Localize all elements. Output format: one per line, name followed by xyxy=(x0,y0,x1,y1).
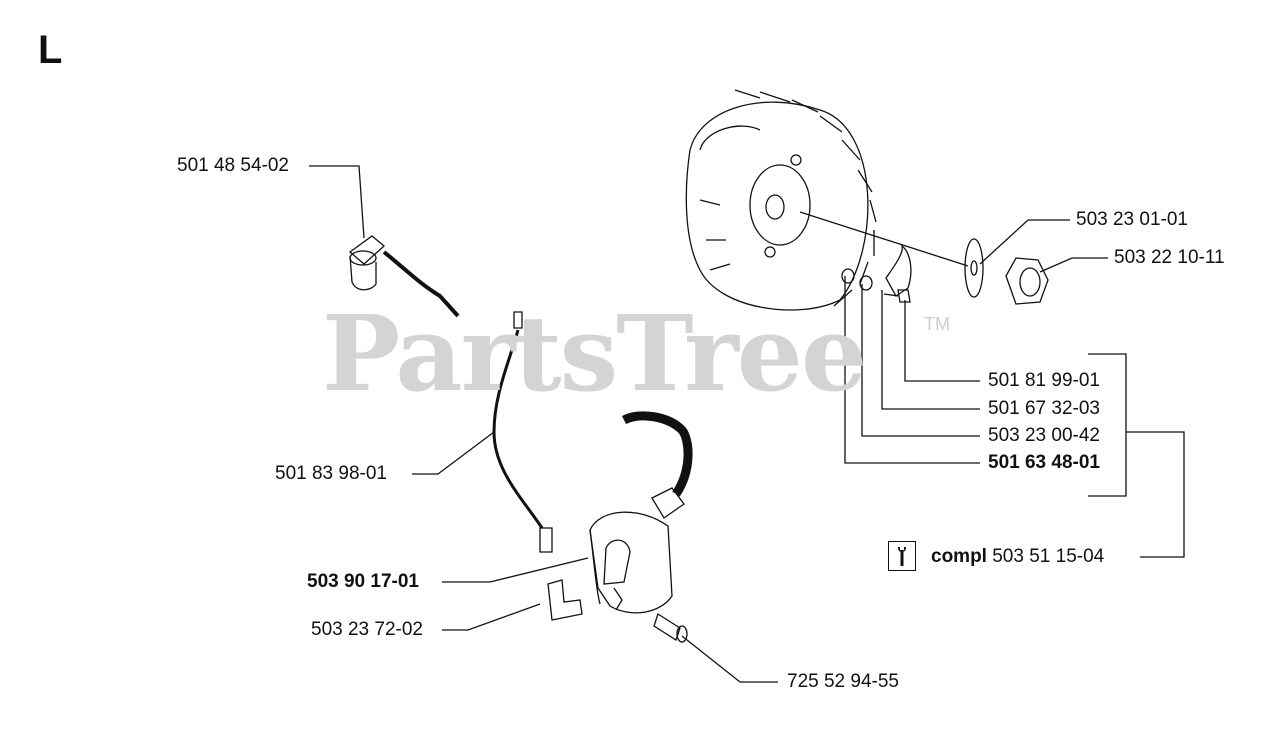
kit-label[interactable]: compl 503 51 15-04 xyxy=(931,546,1104,568)
watermark: PartsTree xyxy=(322,292,867,415)
bracket-kit-left xyxy=(1088,353,1127,497)
leader-501-63-48-01 xyxy=(844,276,980,464)
kit-number: 503 51 15-04 xyxy=(992,546,1105,567)
spacer-drawing xyxy=(547,579,583,621)
leader-503-22-10-11 xyxy=(1039,257,1108,273)
part-label-nut[interactable]: 503 22 10-11 xyxy=(1114,247,1225,268)
pawl-drawing xyxy=(885,244,912,297)
leader-501-81-99-01 xyxy=(904,300,980,382)
leader-725-52-94-55 xyxy=(681,635,778,683)
ignition-module-drawing xyxy=(589,411,693,614)
spring-drawing xyxy=(841,268,855,284)
ignition-lead-cap-drawing xyxy=(348,235,460,318)
leader-501-67-32-03 xyxy=(881,290,980,410)
leader-503-23-72-02 xyxy=(442,603,541,631)
part-label-screw[interactable]: 501 81 99-01 xyxy=(988,370,1100,391)
part-label-pawl[interactable]: 501 67 32-03 xyxy=(988,398,1100,419)
screw-drawing xyxy=(883,289,911,303)
short-cable-drawing xyxy=(492,311,553,553)
trademark-mark: TM xyxy=(924,314,950,334)
nut-drawing xyxy=(1005,257,1049,305)
spring-washer-drawing xyxy=(859,275,873,291)
part-label-ignition-lead-cap[interactable]: 501 48 54-02 xyxy=(177,155,289,176)
bracket-kit-right xyxy=(1126,431,1185,558)
part-label-module-screw[interactable]: 725 52 94-55 xyxy=(787,671,899,692)
leader-503-23-00-42 xyxy=(861,284,980,437)
part-label-washer[interactable]: 503 23 01-01 xyxy=(1076,209,1188,230)
kit-prefix: compl xyxy=(931,546,987,567)
flywheel-drawing xyxy=(685,89,877,311)
leader-501-83-98-01 xyxy=(412,431,495,475)
part-label-spring-washer[interactable]: 503 23 00-42 xyxy=(988,425,1100,446)
part-label-short-cable[interactable]: 501 83 98-01 xyxy=(275,463,387,484)
leader-503-23-01-01 xyxy=(979,219,1070,265)
leader-503-90-17-01 xyxy=(442,557,589,583)
washer-drawing xyxy=(964,238,984,298)
section-letter: L xyxy=(38,28,63,72)
part-label-ignition-module[interactable]: 503 90 17-01 xyxy=(307,571,419,592)
part-label-spacer[interactable]: 503 23 72-02 xyxy=(311,619,423,640)
part-label-spring[interactable]: 501 63 48-01 xyxy=(988,452,1100,473)
module-screw-drawing xyxy=(653,613,688,643)
crank-axis xyxy=(799,211,969,267)
wrench-icon xyxy=(888,541,916,571)
leader-501-48-54-02 xyxy=(309,165,365,239)
